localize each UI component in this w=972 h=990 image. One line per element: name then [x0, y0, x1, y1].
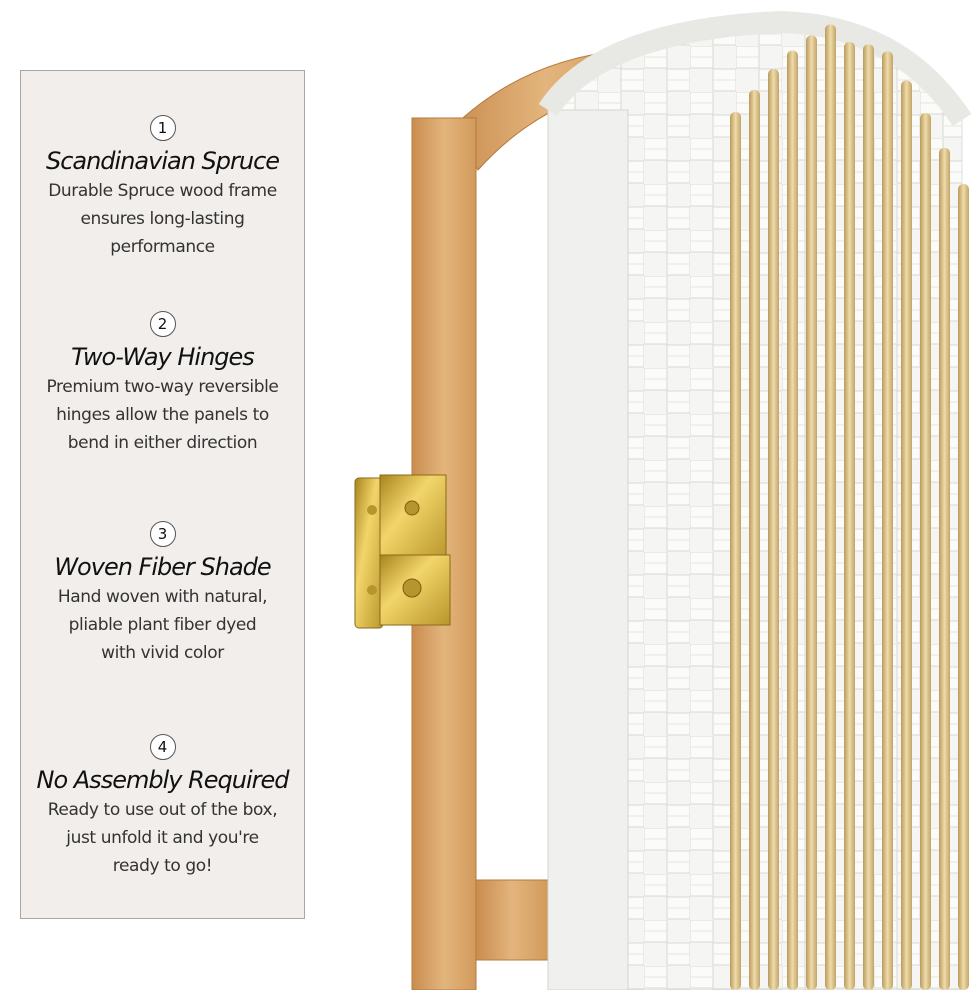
feature-title: No Assembly Required [36, 766, 290, 794]
desc-line: pliable plant fiber dyed [68, 615, 257, 635]
desc-line: with vivid color [101, 643, 224, 663]
feature-description: Premium two-way reversible hinges allow … [21, 373, 304, 457]
desc-line: Durable Spruce wood frame [48, 181, 277, 201]
rod [863, 44, 874, 990]
feature-description: Hand woven with natural, pliable plant f… [21, 583, 304, 667]
desc-line: ready to go! [112, 856, 213, 876]
number-badge: 1 [149, 115, 176, 141]
feature-description: Durable Spruce wood frame ensures long-l… [21, 177, 304, 261]
rod [825, 24, 836, 990]
desc-line: performance [110, 237, 215, 257]
desc-line: bend in either direction [67, 433, 258, 453]
rod [958, 184, 969, 990]
rod [768, 69, 779, 990]
feature-title: Scandinavian Spruce [45, 147, 280, 175]
feature-title: Woven Fiber Shade [54, 553, 271, 581]
rod [920, 113, 931, 990]
rod [844, 42, 855, 990]
number-badge: 4 [149, 734, 176, 760]
hinge-icon [354, 474, 451, 629]
number-badge: 3 [149, 521, 176, 547]
rod [730, 112, 741, 990]
number-badge: 2 [149, 311, 176, 337]
rod [749, 89, 760, 990]
feature-3: 3 Woven Fiber Shade Hand woven with natu… [21, 521, 304, 667]
features-panel: 1 Scandinavian Spruce Durable Spruce woo… [20, 70, 305, 919]
gold-rods [730, 24, 969, 990]
rod [901, 80, 912, 990]
feature-4: 4 No Assembly Required Ready to use out … [21, 734, 304, 880]
desc-line: Premium two-way reversible [46, 377, 279, 397]
feature-title: Two-Way Hinges [71, 343, 255, 371]
rod [787, 50, 798, 990]
desc-line: ensures long-lasting [80, 209, 245, 229]
feature-1: 1 Scandinavian Spruce Durable Spruce woo… [21, 115, 304, 261]
rod [939, 147, 950, 990]
desc-line: just unfold it and you're [66, 828, 259, 848]
feature-2: 2 Two-Way Hinges Premium two-way reversi… [21, 311, 304, 457]
rod [882, 51, 893, 990]
feature-description: Ready to use out of the box, just unfold… [21, 796, 304, 880]
desc-line: Hand woven with natural, [57, 587, 268, 607]
desc-line: hinges allow the panels to [56, 405, 269, 425]
desc-line: Ready to use out of the box, [47, 800, 278, 820]
rod [806, 35, 817, 990]
